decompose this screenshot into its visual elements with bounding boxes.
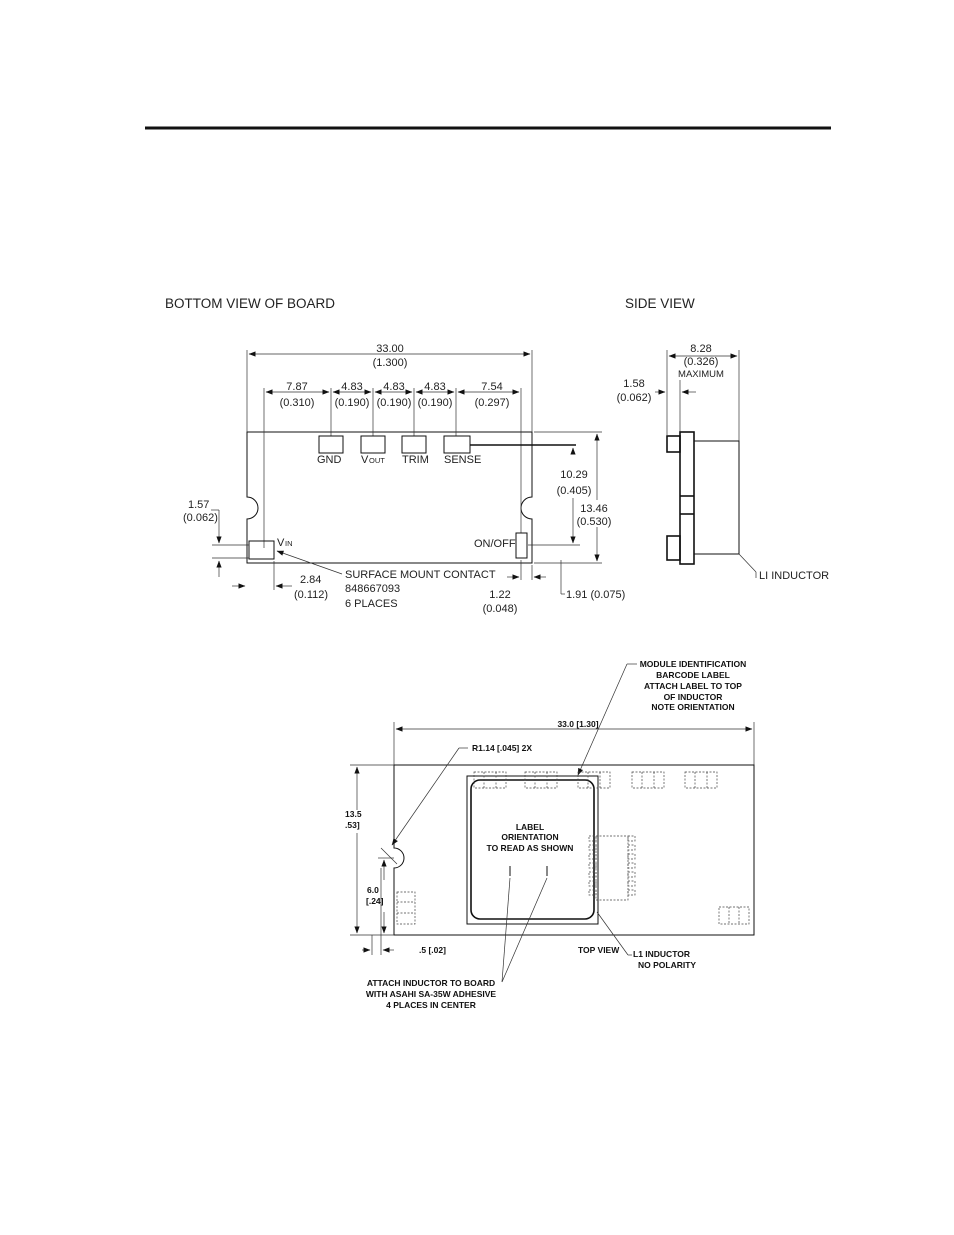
inductor-label-area (470, 779, 595, 920)
bottom-view: BOTTOM VIEW OF BOARD 33.00 (1.300) 7.87 … (165, 296, 625, 615)
label-note-line2: BARCODE LABEL (656, 670, 730, 680)
spacing-1-mm: 7.87 (286, 381, 307, 393)
label-note-line3: ATTACH LABEL TO TOP (644, 681, 742, 691)
spacing-2-mm: 4.83 (341, 381, 362, 393)
dim-157-mm: 1.57 (188, 499, 209, 511)
inductor-body (693, 440, 740, 555)
onoff-pad (515, 532, 528, 559)
orientation-line2: ORIENTATION (501, 832, 558, 842)
radius-label: R1.14 [.045] 2X (472, 743, 532, 753)
side-width-in: (0.326) (684, 356, 719, 368)
notch-label-2: [.24] (366, 896, 384, 906)
vin-subscript: IN (285, 539, 293, 548)
spacing-4-in: (0.190) (418, 397, 453, 409)
side-thickness-in: (0.062) (617, 392, 652, 404)
dim-191: 1.91 (0.075) (566, 589, 625, 601)
side-width-note: MAXIMUM (678, 369, 724, 380)
board-outline (246, 431, 533, 564)
dim-122-in: (0.048) (483, 603, 518, 615)
spacing-1-in: (0.310) (280, 397, 315, 409)
vout-subscript: OUT (369, 456, 385, 465)
dim-157-in: (0.062) (183, 512, 218, 524)
inductor-note-line2: NO POLARITY (638, 960, 696, 970)
spacing-3-in: (0.190) (377, 397, 412, 409)
vin-pad (248, 540, 275, 560)
vin-label: V (277, 537, 285, 549)
adhesive-note-line3: 4 PLACES IN CENTER (386, 1000, 476, 1010)
sense-pad (443, 435, 471, 454)
label-note-line1: MODULE IDENTIFICATION (640, 659, 747, 669)
gnd-label: GND (317, 454, 342, 466)
height-label-2: .53] (345, 820, 360, 830)
dim-284-mm: 2.84 (300, 574, 321, 586)
label-note-line4: OF INDUCTOR (664, 692, 723, 702)
sense-label: SENSE (444, 454, 481, 466)
contact-note-line1: SURFACE MOUNT CONTACT (345, 569, 496, 581)
orientation-line1: LABEL (516, 822, 544, 832)
side-inductor-label: LI INDUCTOR (759, 570, 829, 582)
side-width-mm: 8.28 (690, 343, 711, 355)
inductor-note-line1: L1 INDUCTOR (633, 949, 690, 959)
label-note-line5: NOTE ORIENTATION (651, 702, 734, 712)
side-contact-bottom (666, 535, 681, 561)
side-view-title: SIDE VIEW (625, 296, 695, 311)
hidden-pads-corners (396, 891, 750, 925)
trim-label: TRIM (402, 454, 429, 466)
dim-284-in: (0.112) (294, 589, 328, 601)
height-label-1: 13.5 (345, 809, 362, 819)
contact-note-line2: 848667093 (345, 583, 400, 595)
contact-note-line3: 6 PLACES (345, 598, 398, 610)
offset-label: .5 [.02] (419, 945, 446, 955)
top-view-title: TOP VIEW (578, 945, 620, 955)
spacing-4-mm: 4.83 (424, 381, 445, 393)
side-contact-top (666, 435, 681, 453)
hidden-ic-outline (588, 835, 636, 901)
top-width-label: 33.0 [1.30] (557, 719, 598, 729)
side-view: SIDE VIEW 8.28 (0.326) MAXIMUM 1.58 (0.0… (617, 296, 830, 582)
gnd-pad (318, 435, 344, 454)
orientation-line3: TO READ AS SHOWN (487, 843, 574, 853)
dim-1346-in: (0.530) (577, 516, 612, 528)
spacing-3-mm: 4.83 (383, 381, 404, 393)
adhesive-note-line1: ATTACH INDUCTOR TO BOARD (367, 978, 495, 988)
spacing-5-mm: 7.54 (481, 381, 502, 393)
hidden-pads-top-row (473, 771, 718, 789)
dim-122-mm: 1.22 (489, 589, 510, 601)
vout-pad (360, 435, 386, 454)
side-thickness-mm: 1.58 (623, 378, 644, 390)
dim-1346-mm: 13.46 (580, 503, 608, 515)
board-edge (679, 431, 695, 565)
dim-1029-in: (0.405) (557, 485, 592, 497)
vout-label: V (361, 454, 369, 466)
top-board-outline (393, 764, 755, 936)
onoff-label: ON/OFF (474, 538, 516, 550)
inductor-outer (466, 775, 599, 925)
trim-pad (401, 435, 427, 454)
bottom-view-title: BOTTOM VIEW OF BOARD (165, 296, 335, 311)
spacing-2-in: (0.190) (335, 397, 370, 409)
overall-width-in: (1.300) (373, 357, 408, 369)
overall-width-mm: 33.00 (376, 343, 404, 355)
adhesive-note-line2: WITH ASAHI SA-35W ADHESIVE (366, 989, 497, 999)
top-view: MODULE IDENTIFICATION BARCODE LABEL ATTA… (345, 659, 755, 1010)
spacing-5-in: (0.297) (475, 397, 510, 409)
notch-label-1: 6.0 (367, 885, 379, 895)
dim-1029-mm: 10.29 (560, 469, 588, 481)
